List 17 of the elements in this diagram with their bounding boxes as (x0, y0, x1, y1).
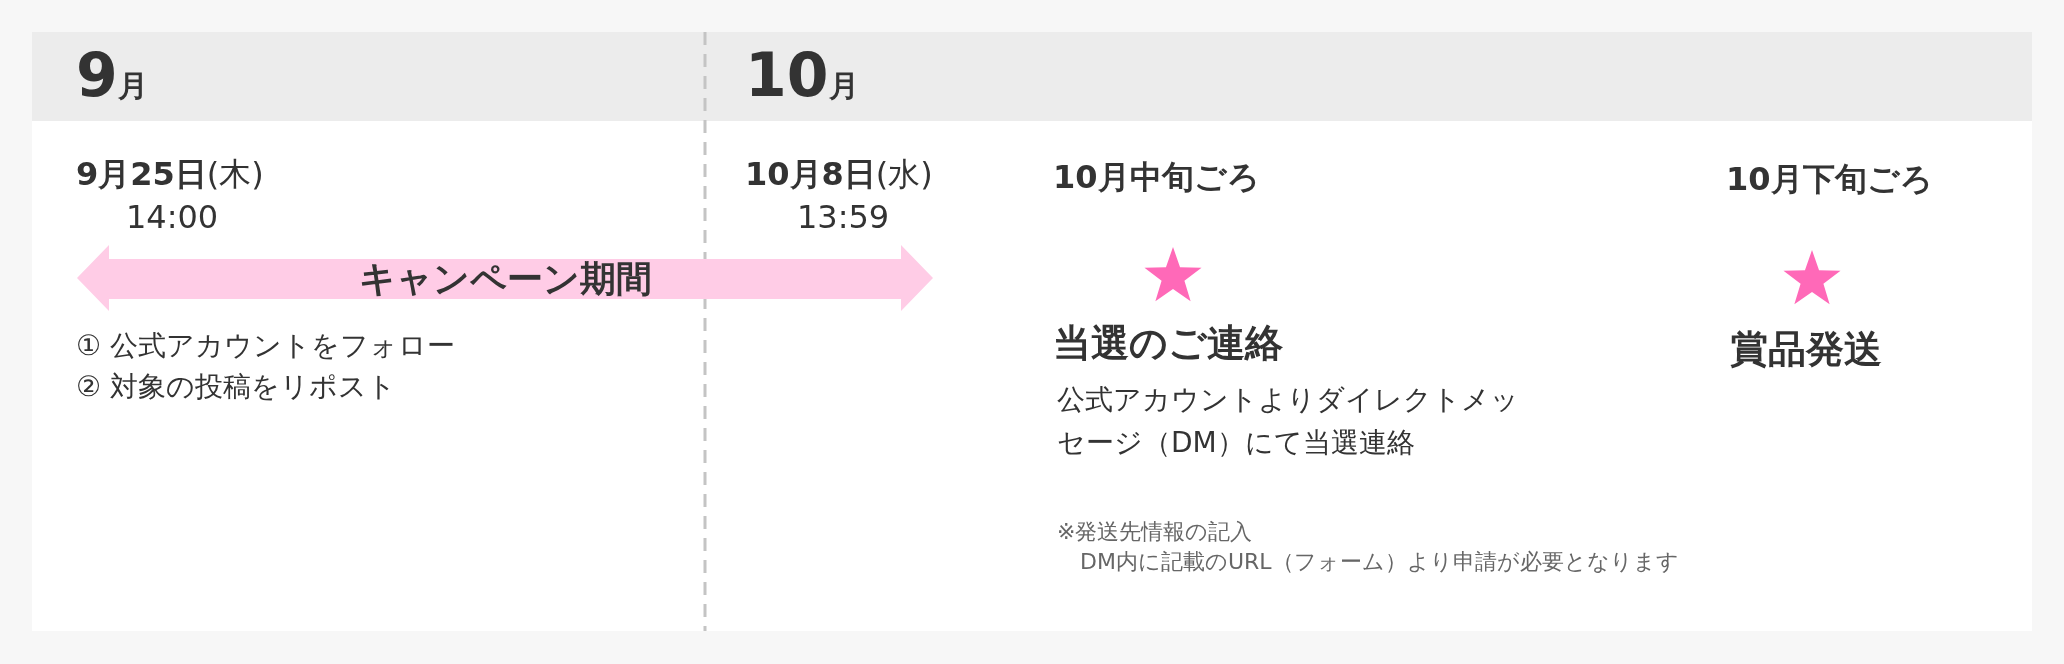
date-label: 9月25日(木) (76, 154, 264, 194)
note-text: DM内に記載のURL（フォーム）より申請が必要となります (1080, 548, 1679, 576)
step-text: ② 対象の投稿をリポスト (76, 369, 396, 405)
month-heading: 9月 (76, 40, 148, 112)
date-label: 10月中旬ごろ (1053, 157, 1260, 197)
note-text: ※発送先情報の記入 (1057, 518, 1253, 546)
time-label: 13:59 (797, 197, 890, 237)
arrow-label: キャンペーン期間 (358, 257, 652, 301)
date-label: 10月8日(水) (745, 154, 933, 194)
step-text: ① 公式アカウントをフォロー (76, 328, 455, 364)
event-title: 賞品発送 (1730, 326, 1882, 372)
month-heading: 10月 (745, 40, 859, 112)
event-title: 当選のご連絡 (1053, 320, 1283, 366)
date-label: 10月下旬ごろ (1726, 159, 1933, 199)
time-label: 14:00 (126, 197, 219, 237)
double-arrow (77, 245, 933, 311)
event-description: 公式アカウントよりダイレクトメッセージ（DM）にて当選連絡 (1057, 382, 1520, 461)
